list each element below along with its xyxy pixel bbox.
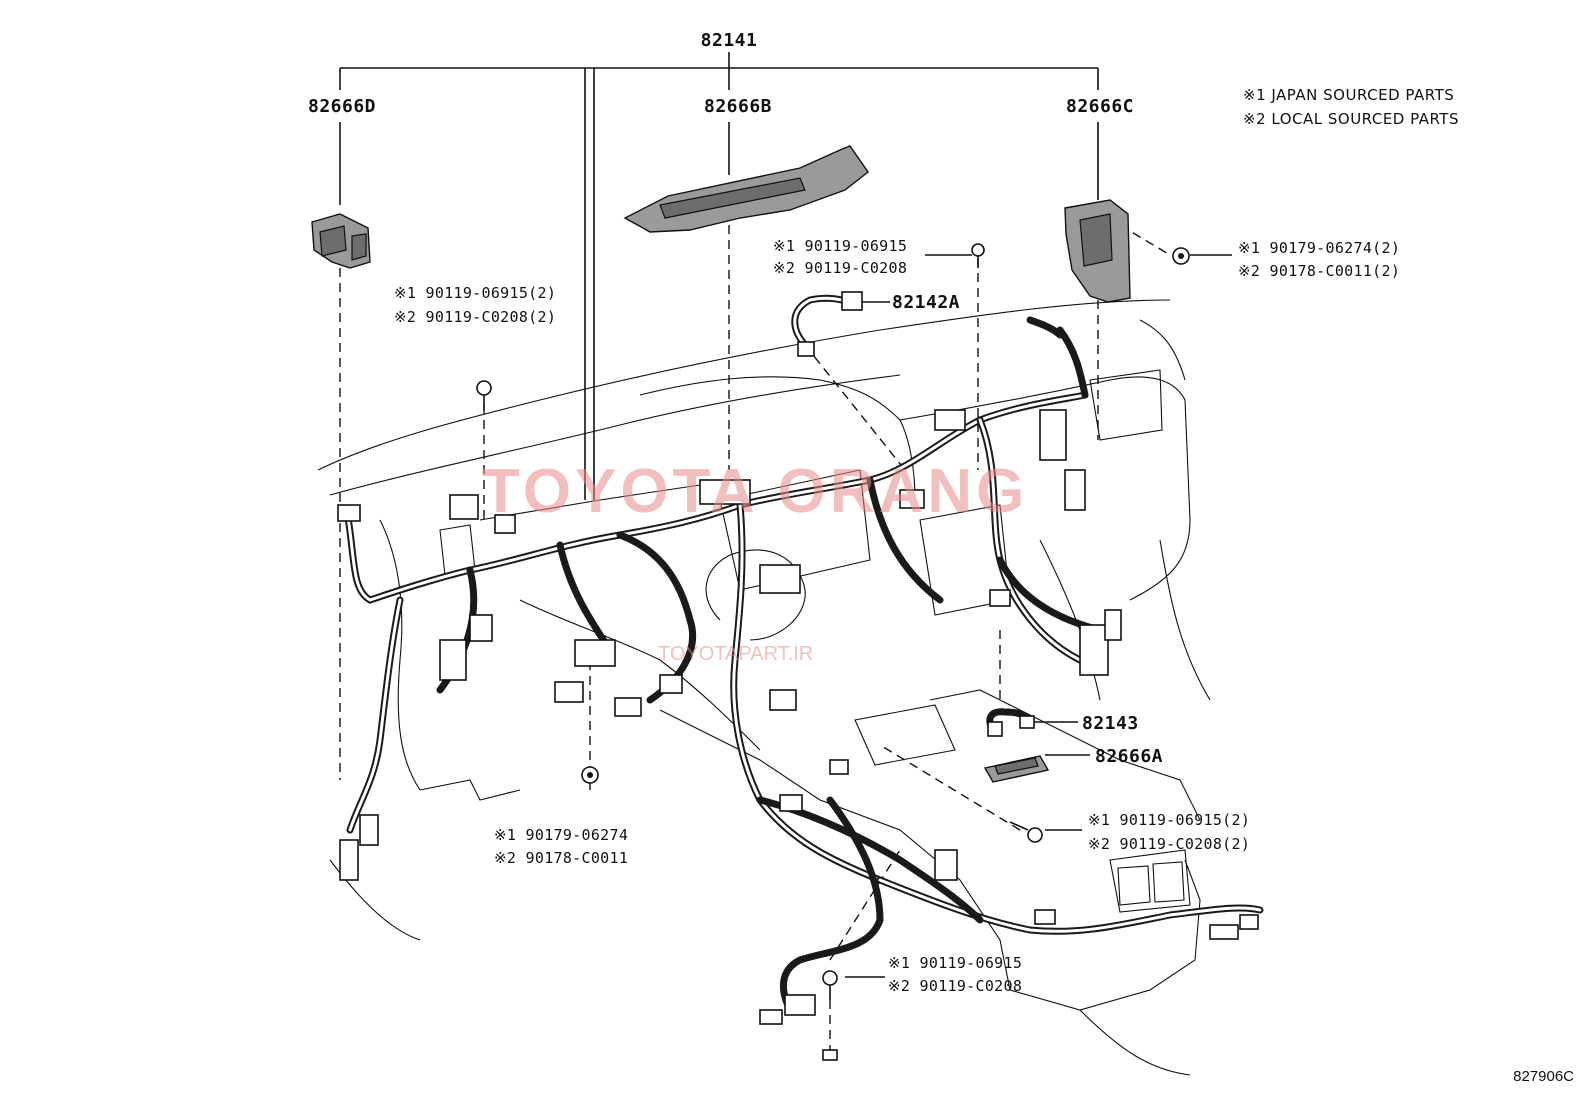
bolt-right (1009, 821, 1043, 843)
watermark-text: TOYOTA ORANG (482, 457, 1028, 526)
leader-lines (339, 122, 1232, 1050)
bolt-top-center (971, 243, 985, 268)
label-82666A: 82666A (1095, 746, 1163, 767)
fasteners (476, 243, 1190, 1061)
sub-harness-82142A (791, 291, 863, 357)
fastener-right-bolts-2: ※2 90119-C0208(2) (1088, 835, 1250, 853)
bolt-bottom (822, 970, 838, 1000)
legend-line-2: ※2 LOCAL SOURCED PARTS (1243, 110, 1459, 128)
main-harness-82141 (344, 316, 1264, 1014)
block-82666C (1064, 199, 1131, 303)
legend-line-1: ※1 JAPAN SOURCED PARTS (1243, 86, 1454, 104)
block-82666A (983, 755, 1050, 783)
bolt-left (476, 380, 492, 410)
fastener-right-nut-1: ※1 90179-06274(2) (1238, 239, 1400, 257)
fastener-bottom-bolt-1: ※1 90119-06915 (888, 954, 1022, 972)
nut-right (1172, 247, 1190, 265)
block-82666B (623, 145, 869, 233)
watermark-site: TOYOTAPART.IR (658, 643, 813, 665)
label-82666B: 82666B (704, 96, 772, 117)
fastener-left-bolts-2: ※2 90119-C0208(2) (394, 308, 556, 326)
nut-lower-left (581, 766, 599, 784)
wire-82143 (986, 708, 1035, 737)
fastener-right-nut-2: ※2 90178-C0011(2) (1238, 262, 1400, 280)
fastener-top-center-1: ※1 90119-06915 (773, 237, 907, 255)
fastener-lower-left-nut-2: ※2 90178-C0011 (494, 849, 628, 867)
label-82142A: 82142A (892, 292, 960, 313)
leader-82141 (339, 52, 1099, 500)
label-82143: 82143 (1082, 713, 1139, 734)
fastener-right-bolts-1: ※1 90119-06915(2) (1088, 811, 1250, 829)
block-82666D (311, 213, 371, 269)
clip-bottom (822, 1049, 838, 1061)
fastener-left-bolts-1: ※1 90119-06915(2) (394, 284, 556, 302)
drawing-code: 827906C (1513, 1068, 1574, 1085)
label-82666D: 82666D (308, 96, 376, 117)
label-82141: 82141 (701, 30, 758, 51)
harness-connectors (337, 409, 1259, 1025)
fastener-top-center-2: ※2 90119-C0208 (773, 259, 907, 277)
fastener-lower-left-nut-1: ※1 90179-06274 (494, 826, 628, 844)
label-82666C: 82666C (1066, 96, 1134, 117)
dashboard-outline (317, 299, 1211, 1076)
fastener-bottom-bolt-2: ※2 90119-C0208 (888, 977, 1022, 995)
labels: 82141 82666D 82666B 82666C 82142A 82143 … (308, 30, 1574, 1085)
watermark: TOYOTA ORANG TOYOTAPART.IR (482, 457, 1028, 665)
